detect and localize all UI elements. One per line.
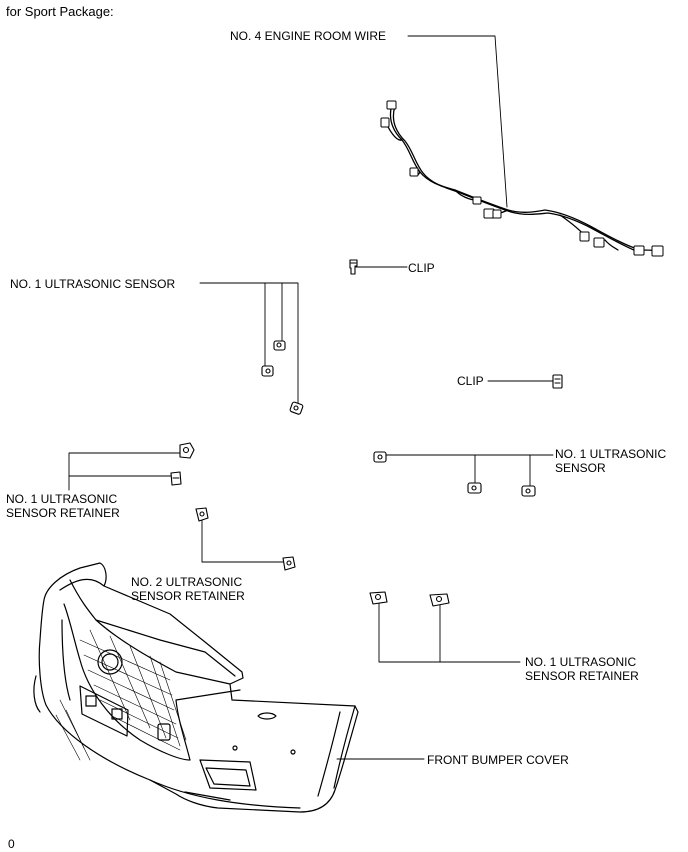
label-sensor-upper-left: NO. 1 ULTRASONIC SENSOR bbox=[10, 277, 176, 291]
label-retainer-right-l1: NO. 1 ULTRASONIC bbox=[525, 655, 637, 669]
sensor-icon bbox=[289, 401, 304, 415]
label-sensor-right-l2: SENSOR bbox=[555, 461, 606, 475]
retainer-icon bbox=[429, 593, 450, 607]
sensor-icon bbox=[521, 485, 536, 497]
label-retainer-left-l2: SENSOR RETAINER bbox=[6, 506, 120, 520]
retainer-icon bbox=[369, 591, 388, 605]
connector-icon bbox=[492, 209, 502, 219]
connector-icon bbox=[633, 245, 645, 256]
sensor-icon bbox=[273, 340, 286, 351]
label-sensor-right-l1: NO. 1 ULTRASONIC bbox=[555, 447, 667, 461]
clip-right-icon bbox=[552, 374, 563, 389]
connector-icon bbox=[651, 245, 664, 257]
label-retainer-left-l1: NO. 1 ULTRASONIC bbox=[6, 492, 118, 506]
label-retainer2-l1: NO. 2 ULTRASONIC bbox=[131, 575, 243, 589]
harness-connectors bbox=[380, 100, 664, 257]
connector-icon bbox=[380, 117, 390, 128]
retainer-icon bbox=[282, 556, 296, 571]
label-bumper-cover: FRONT BUMPER COVER bbox=[427, 753, 569, 767]
retainer-icon bbox=[179, 442, 195, 459]
ultrasonic-sensor-icons bbox=[261, 340, 536, 497]
sensor-retainer-icons bbox=[170, 442, 450, 607]
connector-icon bbox=[593, 237, 605, 248]
footer-code: 0 bbox=[8, 837, 15, 851]
engine-room-wire-harness bbox=[385, 103, 661, 254]
retainer-icon bbox=[195, 507, 209, 522]
label-engine-room-wire: NO. 4 ENGINE ROOM WIRE bbox=[230, 29, 387, 43]
header-note: for Sport Package: bbox=[6, 4, 114, 19]
clip-top-icon bbox=[349, 259, 358, 275]
connector-icon bbox=[472, 196, 482, 205]
label-clip-right: CLIP bbox=[457, 374, 484, 388]
front-bumper-cover bbox=[33, 562, 359, 813]
connector-icon bbox=[386, 100, 397, 110]
label-clip-top: CLIP bbox=[408, 261, 435, 275]
connector-icon bbox=[579, 231, 590, 242]
label-retainer-right-l2: SENSOR RETAINER bbox=[525, 669, 639, 683]
retainer-icon bbox=[170, 471, 182, 486]
connector-icon bbox=[409, 167, 419, 177]
label-retainer2-l2: SENSOR RETAINER bbox=[131, 589, 245, 603]
sensor-icon bbox=[373, 451, 387, 463]
sensor-icon bbox=[261, 365, 274, 377]
leader-lines bbox=[68, 35, 554, 760]
sensor-icon bbox=[467, 482, 482, 494]
